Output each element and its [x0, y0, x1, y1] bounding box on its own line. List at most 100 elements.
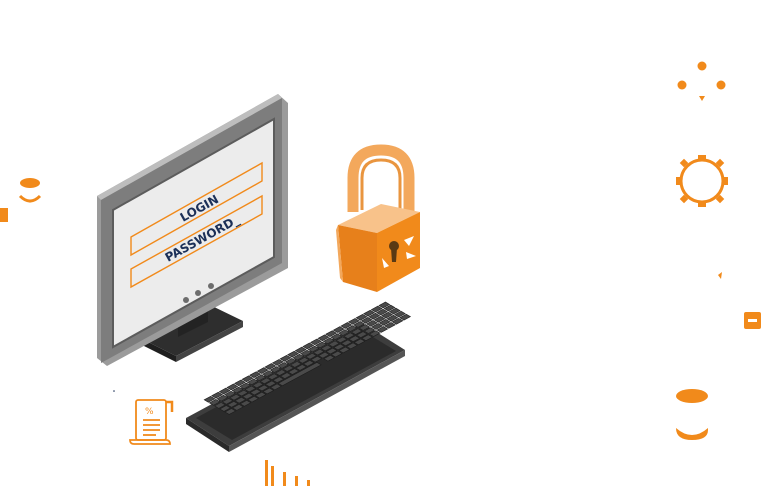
keyboard-key	[297, 356, 310, 364]
keyboard-key	[322, 337, 335, 345]
monitor-icon: LOGIN PASSWORD_	[97, 94, 288, 366]
gear-icon	[676, 155, 728, 207]
keyboard-key	[378, 301, 391, 309]
document-icon	[129, 399, 174, 445]
keyboard-key	[381, 311, 394, 319]
keyboard-key	[277, 362, 322, 387]
keyboard-key	[330, 333, 343, 341]
keyboard-key	[218, 387, 231, 395]
keyboard-key	[393, 310, 406, 318]
keyboard-key	[279, 372, 292, 379]
keyboard-key	[378, 319, 391, 326]
keyboard-key	[340, 339, 353, 347]
keyboard-key	[287, 368, 300, 375]
keyboard-key	[302, 360, 315, 367]
keyboard-key	[272, 376, 285, 384]
keyboard-key	[279, 354, 292, 362]
keyboard-key	[399, 313, 412, 321]
keyboard-key	[239, 399, 252, 407]
keyboard-key	[363, 327, 376, 334]
database-icon-right	[676, 389, 708, 440]
keyboard-key	[262, 387, 275, 395]
keyboard-key	[305, 352, 318, 360]
keyboard-key	[376, 326, 389, 333]
keyboard-key	[370, 305, 383, 313]
keyboard-key	[251, 381, 264, 389]
keyboard-key	[208, 399, 221, 406]
doc-percent-badge: %	[145, 407, 154, 417]
keyboard-key	[317, 351, 330, 359]
keyboard-key	[332, 326, 345, 333]
keyboard-key	[267, 373, 280, 380]
keyboard-key	[353, 321, 366, 328]
keyboard-key	[348, 335, 361, 343]
database-icon	[18, 178, 42, 203]
keyboard-key	[345, 342, 358, 350]
keyboard-key	[343, 332, 356, 339]
keyboard-key	[391, 317, 404, 325]
keyboard-key	[219, 405, 232, 412]
keyboard-key	[239, 382, 252, 390]
padlock-icon	[336, 144, 420, 292]
keyboard-key	[340, 322, 353, 329]
keyboard-key	[203, 395, 216, 403]
keyboard-key	[264, 380, 277, 388]
keyboard-key	[259, 377, 272, 385]
minus-badge-icon	[744, 312, 761, 329]
keyboard-key	[249, 371, 262, 378]
keyboard-key	[363, 309, 376, 317]
keyboard-key	[345, 325, 358, 332]
network-dots-icon	[677, 61, 726, 101]
keyboard-key	[254, 374, 267, 382]
keyboard-key	[246, 378, 259, 386]
keyboard-icon	[186, 301, 412, 452]
keyboard-key	[249, 388, 262, 396]
keyboard-key	[234, 396, 247, 404]
keyboard-key	[327, 340, 340, 348]
keyboard-key	[320, 344, 333, 352]
keyboard-key	[337, 329, 350, 336]
keyboard-key	[335, 336, 348, 344]
keyboard-key	[368, 330, 381, 337]
keyboard-key	[338, 346, 351, 354]
small-arrow-fragment	[718, 272, 722, 279]
keyboard-key	[307, 345, 320, 353]
keyboard-key	[325, 347, 338, 355]
keyboard-key	[368, 312, 381, 320]
keyboard-key	[355, 331, 368, 338]
keyboard-key	[388, 307, 401, 315]
keyboard-key	[274, 369, 287, 376]
keyboard-key	[310, 355, 323, 363]
keyboard-key	[302, 342, 315, 350]
keyboard-key	[347, 318, 360, 325]
keyboard-key	[257, 384, 270, 392]
keyboard-key	[269, 383, 282, 391]
keyboard-key	[211, 391, 224, 399]
keyboard-key	[386, 314, 399, 322]
keyboard-key	[317, 334, 330, 342]
keyboard-key	[315, 341, 328, 349]
keyboard-key	[383, 322, 396, 329]
keyboard-key	[361, 334, 374, 341]
keyboard-key	[254, 391, 267, 399]
keyboard-key	[229, 393, 242, 401]
keyboard-key	[375, 308, 388, 316]
orange-square-fragment	[0, 208, 8, 222]
keyboard-key	[287, 350, 300, 358]
keyboard-key	[289, 361, 302, 368]
keyboard-key	[226, 401, 239, 408]
keyboard-key	[284, 358, 297, 365]
keyboard-key	[247, 395, 260, 403]
keyboard-key	[241, 375, 254, 383]
keyboard-key	[373, 315, 386, 323]
keyboard-key	[309, 338, 322, 346]
bar-chart-icon	[265, 460, 310, 486]
keyboard-key	[226, 383, 239, 391]
keyboard-key	[333, 343, 346, 351]
keyboard-key	[282, 365, 295, 372]
keyboard-key	[223, 390, 236, 398]
keyboard-key	[295, 364, 308, 371]
keyboard-key	[271, 359, 284, 366]
keyboard-key	[330, 350, 343, 358]
